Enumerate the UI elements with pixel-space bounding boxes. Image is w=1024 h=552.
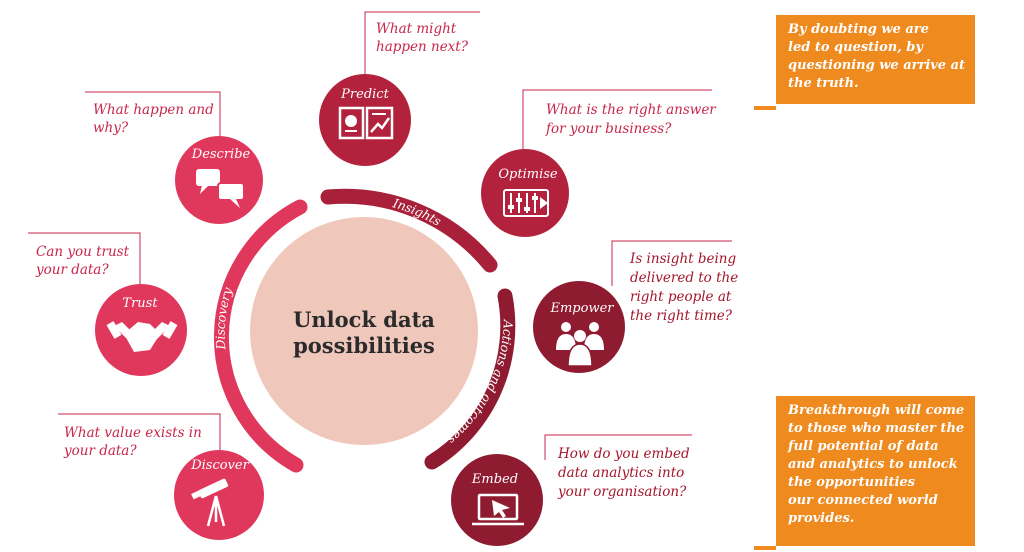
- question-discover-2: your data?: [63, 443, 137, 459]
- telescope-icon: [191, 478, 229, 527]
- quote-top-line-3: questioning we arrive at: [788, 58, 966, 73]
- question-optimise-2: for your business?: [545, 121, 672, 137]
- quote-bottom-line-2: to those who master the: [788, 421, 965, 436]
- question-optimise-1: What is the right answer: [546, 102, 717, 118]
- question-embed-3: your organisation?: [557, 484, 687, 500]
- sliders-icon: [503, 189, 549, 217]
- node-trust: Trust: [95, 284, 187, 376]
- connector-trust: [28, 232, 141, 286]
- connector-empower: [611, 240, 732, 286]
- report-chart-icon: [338, 106, 394, 140]
- quote-bottom-tick: [754, 546, 776, 550]
- node-embed-label: Embed: [471, 472, 518, 487]
- connector-optimise: [522, 89, 712, 155]
- quote-callout-top: By doubting we are led to question, by q…: [776, 15, 975, 104]
- node-embed-circle: [451, 454, 543, 546]
- people-group-icon: [556, 322, 604, 367]
- question-empower-4: the right time?: [630, 308, 733, 324]
- quote-bottom-line-3: full potential of data: [788, 439, 939, 454]
- quote-top-line-1: By doubting we are: [788, 22, 929, 37]
- quote-top-tick: [754, 106, 776, 110]
- quote-callout-bottom: Breakthrough will come to those who mast…: [776, 396, 975, 546]
- question-describe-1: What happen and: [93, 102, 214, 118]
- node-discover: Discover: [174, 450, 264, 540]
- question-empower-2: delivered to the: [630, 270, 738, 286]
- quote-bottom-line-4: and analytics to unlock: [788, 457, 958, 472]
- connector-discover: [58, 413, 221, 450]
- node-predict-label: Predict: [340, 87, 389, 102]
- question-embed-1: How do you embed: [557, 446, 690, 462]
- question-empower-1: Is insight being: [629, 251, 737, 267]
- connector-lines: [28, 11, 732, 460]
- quote-bottom-line-7: provides.: [788, 511, 855, 526]
- center-title-line-2: possibilities: [293, 333, 435, 358]
- node-optimise: Optimise: [481, 149, 569, 237]
- arc-label-discovery: Discovery: [213, 285, 236, 351]
- question-describe-2: why?: [93, 120, 129, 136]
- node-optimise-circle: [481, 149, 569, 237]
- laptop-cursor-icon: [472, 493, 524, 526]
- arc-actions: [424, 288, 516, 470]
- node-empower-label: Empower: [549, 301, 614, 316]
- quote-top-line-2: led to question, by: [788, 40, 923, 55]
- connector-describe: [85, 91, 221, 142]
- quote-bottom-line-6: our connected world: [788, 493, 938, 508]
- question-predict-2: happen next?: [376, 39, 469, 55]
- quote-bottom-line-5: the opportunities: [788, 475, 916, 490]
- center-title-line-1: Unlock data: [293, 307, 435, 332]
- node-trust-label: Trust: [122, 296, 158, 311]
- speech-bubbles-icon: [196, 169, 245, 208]
- node-describe-label: Describe: [191, 147, 251, 162]
- connector-predict: [364, 11, 480, 79]
- arc-insights: [320, 188, 498, 273]
- node-embed: Embed: [451, 454, 543, 546]
- connector-embed: [544, 434, 692, 460]
- question-embed-2: data analytics into: [558, 465, 684, 481]
- question-predict-1: What might: [376, 21, 457, 37]
- node-optimise-label: Optimise: [498, 167, 558, 182]
- node-discover-circle: [174, 450, 264, 540]
- arc-discovery: [213, 199, 308, 473]
- question-trust-2: your data?: [35, 262, 109, 278]
- handshake-icon: [106, 321, 178, 352]
- question-trust-1: Can you trust: [36, 244, 130, 260]
- question-discover-1: What value exists in: [64, 425, 202, 441]
- node-discover-label: Discover: [190, 458, 249, 473]
- quote-top-line-4: the truth.: [788, 76, 859, 91]
- node-empower: Empower: [533, 281, 625, 373]
- node-predict-circle: [319, 74, 411, 166]
- quote-bottom-line-1: Breakthrough will come: [788, 403, 965, 418]
- center-circle: [250, 217, 478, 445]
- question-empower-3: right people at: [630, 289, 732, 305]
- node-describe: Describe: [175, 136, 263, 224]
- node-predict: Predict: [319, 74, 411, 166]
